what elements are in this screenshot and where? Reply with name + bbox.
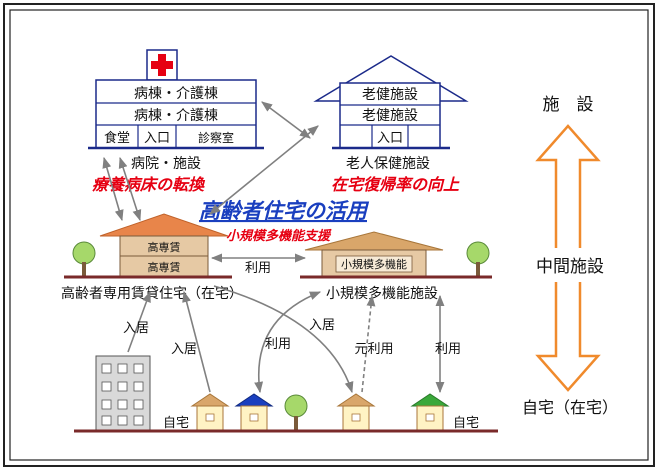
senior-housing-floor-1: 高専賃 — [148, 240, 181, 254]
home-label-right: 自宅 — [453, 416, 479, 431]
facility-row-1: 老健施設 — [362, 87, 418, 103]
arrow-small-facility-move-in — [213, 285, 354, 394]
house-icon — [190, 393, 230, 431]
flow-arrows-top — [102, 101, 319, 263]
small-facility: 小規模多機能 小規模多機能施設 — [300, 231, 492, 302]
hospital-row-2: 病棟・介護棟 — [134, 108, 218, 124]
arrow-former-use — [361, 294, 376, 393]
apartment-building-icon — [95, 355, 151, 431]
arrow-hospital-facility — [261, 101, 311, 139]
hospital-label: 病院・施設 — [131, 156, 201, 172]
hospital-row-1: 病棟・介護棟 — [134, 86, 218, 102]
scale-bottom-label: 自宅（在宅） — [522, 398, 618, 417]
use-label-1: 利用 — [265, 337, 291, 352]
arrow-home-to-housing — [182, 290, 211, 393]
hospital-dining: 食堂 — [104, 130, 130, 146]
facility-label: 老人保健施設 — [346, 156, 430, 172]
inner-frame — [9, 9, 649, 461]
use-between-label: 利用 — [245, 261, 271, 276]
facility-row-2: 老健施設 — [362, 108, 418, 124]
hospital-exam-room: 診察室 — [198, 130, 234, 145]
arrow-apartment-to-housing — [127, 290, 151, 353]
house-icon-green-roof — [410, 393, 450, 431]
move-in-label-3: 入居 — [309, 318, 335, 333]
small-facility-support-note: 小規模多機能支援 — [226, 228, 332, 244]
scale-middle-label: 中間施設 — [536, 257, 604, 277]
senior-housing: 高専賃 高専賃 高齢者専用賃貸住宅（在宅） — [61, 213, 243, 302]
flow-arrows-bottom — [127, 285, 445, 394]
tree-icon — [72, 241, 96, 265]
home-return-note: 在宅復帰率の向上 — [331, 175, 460, 194]
scale-double-arrow — [520, 124, 620, 392]
facility-entrance: 入口 — [377, 131, 403, 146]
small-facility-label: 小規模多機能施設 — [326, 285, 438, 302]
hospital-entrance: 入口 — [144, 131, 170, 146]
elderly-facility-building: 老健施設 老健施設 入口 老人保健施設 — [313, 55, 469, 172]
move-in-label-1: 入居 — [123, 321, 149, 336]
senior-housing-floor-2: 高専賃 — [148, 260, 181, 274]
move-in-label-2: 入居 — [171, 342, 197, 357]
arrow-housing-facility — [209, 125, 319, 215]
former-use-label: 元利用 — [354, 342, 393, 357]
small-facility-sign: 小規模多機能 — [341, 257, 407, 271]
scale-top-label: 施 設 — [543, 95, 594, 115]
house-icon-blue-roof — [234, 393, 274, 431]
tree-icon-3 — [284, 394, 308, 430]
use-label-2: 利用 — [435, 342, 461, 357]
hospital-building: 病棟・介護棟 病棟・介護棟 食堂 入口 診察室 病院・施設 — [88, 49, 264, 172]
tree-icon-2 — [466, 241, 490, 265]
homes-row: 自宅 自宅 — [74, 393, 498, 433]
outer-frame — [3, 3, 655, 467]
arrow-housing-hospital-right — [118, 156, 142, 222]
senior-housing-label: 高齢者専用賃貸住宅（在宅） — [61, 285, 243, 302]
arrow-home-use-small-facility — [254, 291, 322, 394]
home-label-left: 自宅 — [163, 416, 189, 431]
house-icon-2 — [336, 393, 376, 431]
